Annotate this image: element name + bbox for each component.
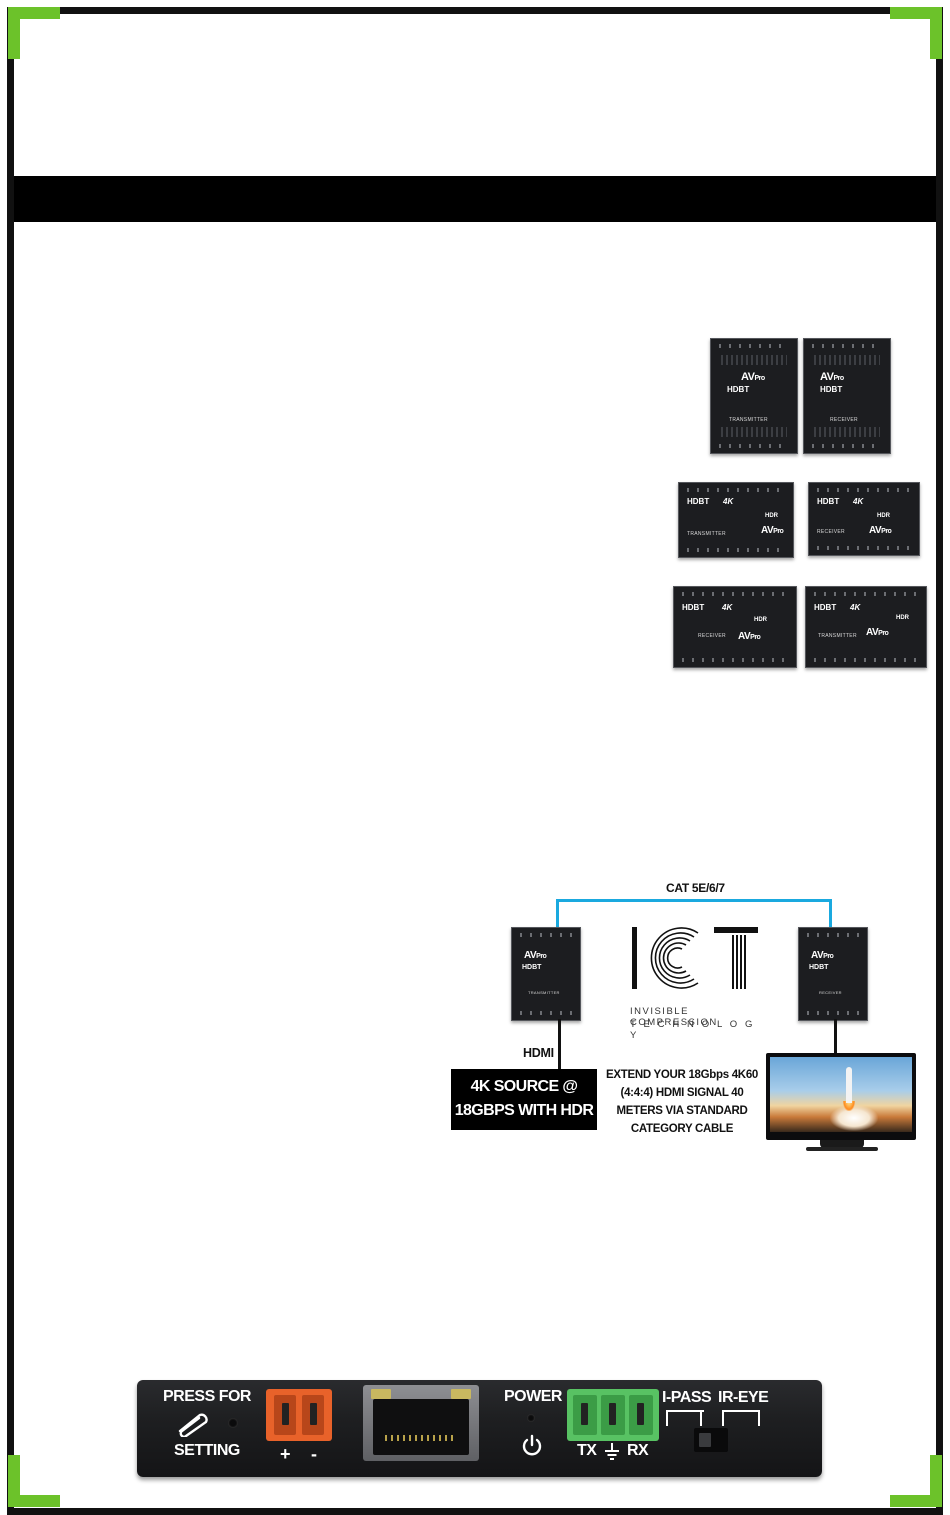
product-transmitter-small: AVPro HDBT TRANSMITTER (710, 338, 798, 454)
device-label: TRANSMITTER (687, 531, 726, 537)
brand-mark: AV (741, 371, 755, 383)
4k-logo: 4K (723, 497, 734, 506)
source-line-1: 4K SOURCE @ (470, 1078, 578, 1095)
diagram-tx-label: TRANSMITTER (528, 990, 560, 995)
setting-label: SETTING (174, 1442, 240, 1459)
header-band (14, 176, 936, 222)
tx-label: TX (577, 1442, 597, 1459)
hdr-logo: HDR (877, 513, 890, 519)
setting-button-hole[interactable] (228, 1418, 238, 1428)
ict-logo-icon (632, 927, 758, 989)
device-label: RECEIVER (817, 529, 845, 535)
hdr-logo: HDR (754, 617, 767, 623)
4k-logo: 4K (722, 603, 733, 612)
tv-screen-image (770, 1057, 912, 1132)
hdmi-label: HDMI (523, 1046, 554, 1060)
hdr-logo: HDR (765, 513, 778, 519)
brand-mark: AV (524, 950, 537, 961)
corner-accent-bottom-left (8, 1455, 60, 1507)
ir-mode-switch[interactable] (694, 1428, 728, 1452)
ireye-label: IR-EYE (718, 1389, 769, 1406)
power-led (527, 1414, 535, 1422)
paperclip-icon (178, 1413, 208, 1437)
source-box: 4K SOURCE @ 18GBPS WITH HDR (451, 1069, 597, 1130)
hdbt-logo: HDBT (522, 964, 542, 971)
source-line-2: 18GBPS WITH HDR (454, 1102, 594, 1119)
brand-mark: AV (869, 525, 882, 536)
hdbt-logo: HDBT (814, 603, 837, 612)
ireye-bracket-drop (722, 1410, 724, 1426)
hdbt-logo: HDBT (809, 964, 829, 971)
hdbt-logo: HDBT (727, 385, 750, 394)
device-label: TRANSMITTER (729, 417, 768, 423)
cable-label: CAT 5E/6/7 (666, 881, 725, 895)
4k-logo: 4K (850, 603, 861, 612)
product-transmitter-low: HDBT 4K HDR TRANSMITTER AVPro (805, 586, 927, 668)
tv-base (806, 1147, 878, 1151)
4k-logo: 4K (853, 497, 864, 506)
extend-line-2: (4:4:4) HDMI SIGNAL 40 (620, 1087, 744, 1099)
ipass-label: I-PASS (662, 1389, 712, 1406)
product-receiver-mid: HDBT 4K HDR RECEIVER AVPro (808, 482, 920, 556)
ict-tagline-2: T E C H N O L O G Y (630, 1019, 755, 1041)
cable-line-left (556, 899, 559, 929)
rj45-port[interactable] (363, 1385, 479, 1461)
corner-accent-top-right (890, 7, 942, 59)
press-for-label: PRESS FOR (163, 1388, 251, 1405)
brand-mark: AV (866, 627, 879, 638)
device-label: RECEIVER (698, 633, 726, 639)
product-receiver-low: HDBT 4K HDR RECEIVER AVPro (673, 586, 797, 668)
ipass-bracket-drop (700, 1410, 702, 1426)
hdbt-logo: HDBT (820, 385, 843, 394)
diagram-transmitter: AVPro HDBT TRANSMITTER (511, 927, 581, 1021)
product-transmitter-mid: HDBT 4K HDR TRANSMITTER AVPro (678, 482, 794, 558)
brand-mark: AV (820, 371, 834, 383)
diagram-rx-label: RECEIVER (819, 990, 842, 995)
cable-line-right (829, 899, 832, 929)
device-label: TRANSMITTER (818, 633, 857, 639)
rx-label: RX (627, 1442, 649, 1459)
extend-text: EXTEND YOUR 18Gbps 4K60 (4:4:4) HDMI SIG… (604, 1066, 760, 1138)
power-icon (522, 1434, 542, 1456)
corner-accent-bottom-right (890, 1455, 942, 1507)
rs232-terminal-block[interactable] (567, 1389, 659, 1441)
plus-label: + (280, 1444, 291, 1464)
hdbt-logo: HDBT (687, 497, 710, 506)
wire-tx-down (558, 1019, 561, 1069)
brand-mark: AV (761, 525, 774, 536)
cable-line-top (556, 899, 832, 902)
device-label: RECEIVER (830, 417, 858, 423)
hdbt-logo: HDBT (682, 603, 705, 612)
wire-rx-down (834, 1019, 837, 1054)
diagram-receiver: AVPro HDBT RECEIVER (798, 927, 868, 1021)
minus-label: - (311, 1444, 317, 1464)
ipass-bracket (666, 1410, 704, 1426)
hdbt-logo: HDBT (817, 497, 840, 506)
ground-icon (605, 1443, 619, 1460)
tv-stand (820, 1140, 864, 1148)
page-frame (7, 7, 943, 1515)
corner-accent-top-left (8, 7, 60, 59)
power-terminal-block[interactable] (266, 1389, 332, 1441)
tv-display (766, 1053, 916, 1140)
ict-tagline-1: INVISIBLE COMPRESSION (630, 1006, 718, 1028)
product-receiver-small: AVPro HDBT RECEIVER (803, 338, 891, 454)
hdr-logo: HDR (896, 615, 909, 621)
power-label: POWER (504, 1388, 562, 1405)
extend-line-3: METERS VIA STANDARD (616, 1105, 748, 1117)
extend-line-1: EXTEND YOUR 18Gbps 4K60 (605, 1069, 759, 1081)
brand-mark: AV (738, 631, 751, 642)
brand-mark: AV (811, 950, 824, 961)
ireye-bracket (722, 1410, 760, 1426)
extend-line-4: CATEGORY CABLE (630, 1123, 734, 1135)
